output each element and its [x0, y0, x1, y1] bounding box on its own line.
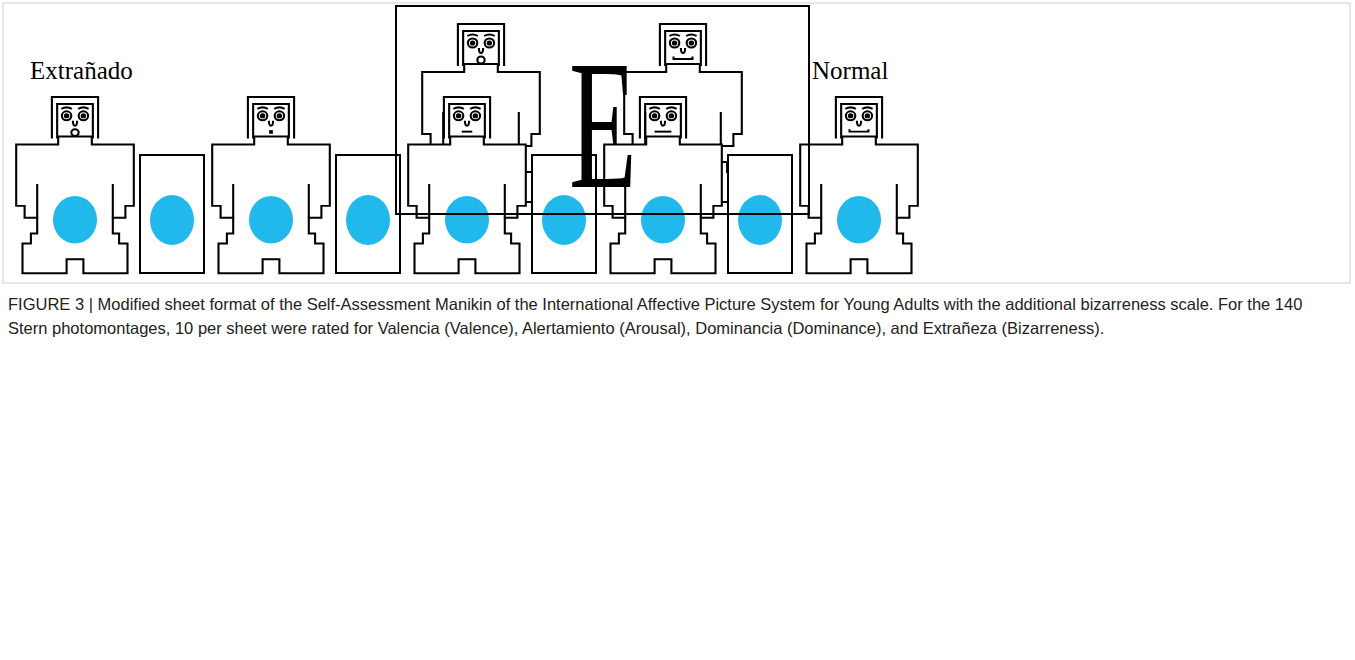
- manikin-1: [16, 97, 134, 273]
- scale-anchor-left: Extrañado: [30, 56, 133, 86]
- manikin-2: [212, 97, 330, 273]
- scale-letter: E: [569, 32, 637, 217]
- figure-frame: [3, 3, 1350, 283]
- manikin-3: [408, 97, 526, 273]
- scale-anchor-right: Normal: [812, 56, 888, 86]
- manikin-5: [800, 97, 918, 273]
- stimulus-box: E: [395, 5, 810, 215]
- rating-dots: [150, 195, 782, 245]
- figure-caption: FIGURE 3 | Modified sheet format of the …: [8, 292, 1343, 340]
